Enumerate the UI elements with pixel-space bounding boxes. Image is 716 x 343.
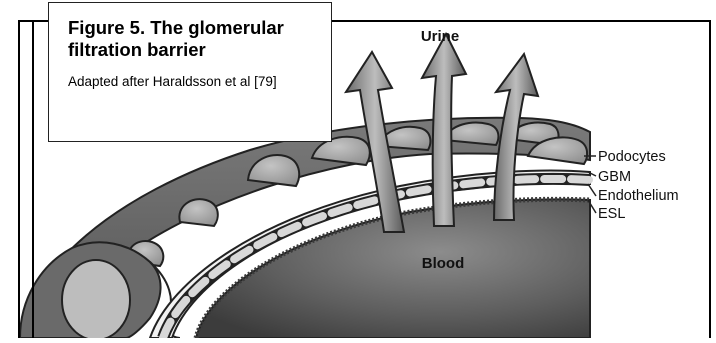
esl-label: ESL	[598, 206, 625, 222]
figure-title: Figure 5. The glomerular filtration barr…	[68, 17, 315, 61]
frame-right-line	[709, 20, 711, 338]
gbm-label: GBM	[598, 169, 631, 185]
frame-inner-line	[32, 20, 34, 338]
frame-left-line	[18, 20, 20, 338]
cell-nucleus	[62, 260, 130, 338]
blood-label: Blood	[422, 255, 465, 272]
endothelium-label: Endothelium	[598, 188, 679, 204]
figure-caption-box: Figure 5. The glomerular filtration barr…	[48, 2, 332, 142]
urine-label: Urine	[421, 28, 459, 45]
podocytes-label: Podocytes	[598, 149, 666, 165]
figure-source-note: Adapted after Haraldsson et al [79]	[68, 73, 315, 90]
